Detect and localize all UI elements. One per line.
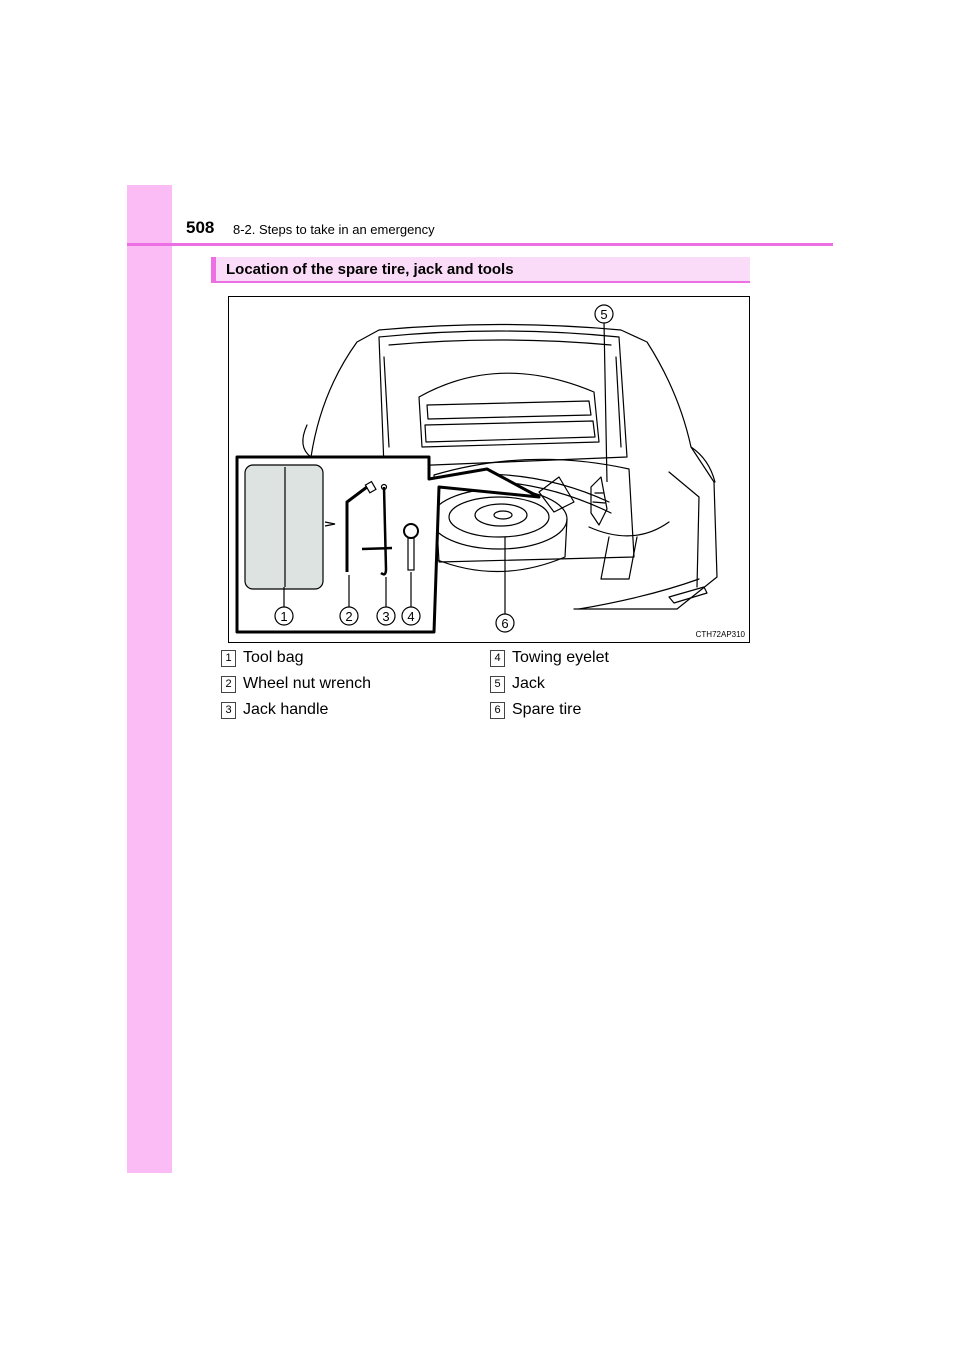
callout-2: 2 [339, 606, 359, 626]
hatch-opening [378, 330, 628, 468]
callout-6-label: 6 [501, 616, 508, 631]
section-title: 8-2. Steps to take in an emergency [233, 222, 435, 237]
trunk-drawing: 1 2 3 4 5 6 [235, 304, 718, 634]
trunk-illustration: 1 2 3 4 5 6 CTH72AP310 [228, 296, 750, 643]
callout-1-label: 1 [280, 609, 287, 624]
legend-number: 3 [221, 702, 236, 719]
jack [590, 476, 608, 526]
section-heading-box: Location of the spare tire, jack and too… [211, 257, 750, 283]
section-heading: Location of the spare tire, jack and too… [226, 261, 514, 278]
page-number: 508 [186, 218, 215, 237]
legend-number: 2 [221, 676, 236, 693]
legend-number: 6 [490, 702, 505, 719]
legend-label: Spare tire [512, 701, 582, 718]
wheel-nut-wrench-illustration [345, 485, 368, 572]
car-body-outline [310, 323, 718, 610]
jack-handle-illustration [361, 486, 393, 576]
callout-3-label: 3 [382, 609, 389, 624]
legend-label: Wheel nut wrench [243, 675, 372, 692]
legend-number: 4 [490, 650, 505, 667]
tool-bag-illustration [244, 464, 324, 590]
legend-label: Jack handle [243, 701, 329, 718]
cargo-cover [418, 372, 600, 448]
figure-code: CTH72AP310 [695, 630, 745, 639]
callout-5-label: 5 [600, 307, 607, 322]
legend-label: Towing eyelet [512, 649, 609, 666]
legend-number: 5 [490, 676, 505, 693]
legend-number: 1 [221, 650, 236, 667]
callout-1: 1 [274, 606, 294, 626]
callout-6: 6 [495, 613, 515, 633]
chapter-side-tab [127, 185, 172, 1173]
callout-5: 5 [594, 304, 614, 324]
callout-4-label: 4 [407, 609, 414, 624]
header-rule [127, 243, 833, 246]
legend-label: Tool bag [243, 649, 304, 666]
legend-label: Jack [512, 675, 545, 692]
callout-4: 4 [401, 606, 421, 626]
callout-3: 3 [376, 606, 396, 626]
callout-2-label: 2 [345, 609, 352, 624]
